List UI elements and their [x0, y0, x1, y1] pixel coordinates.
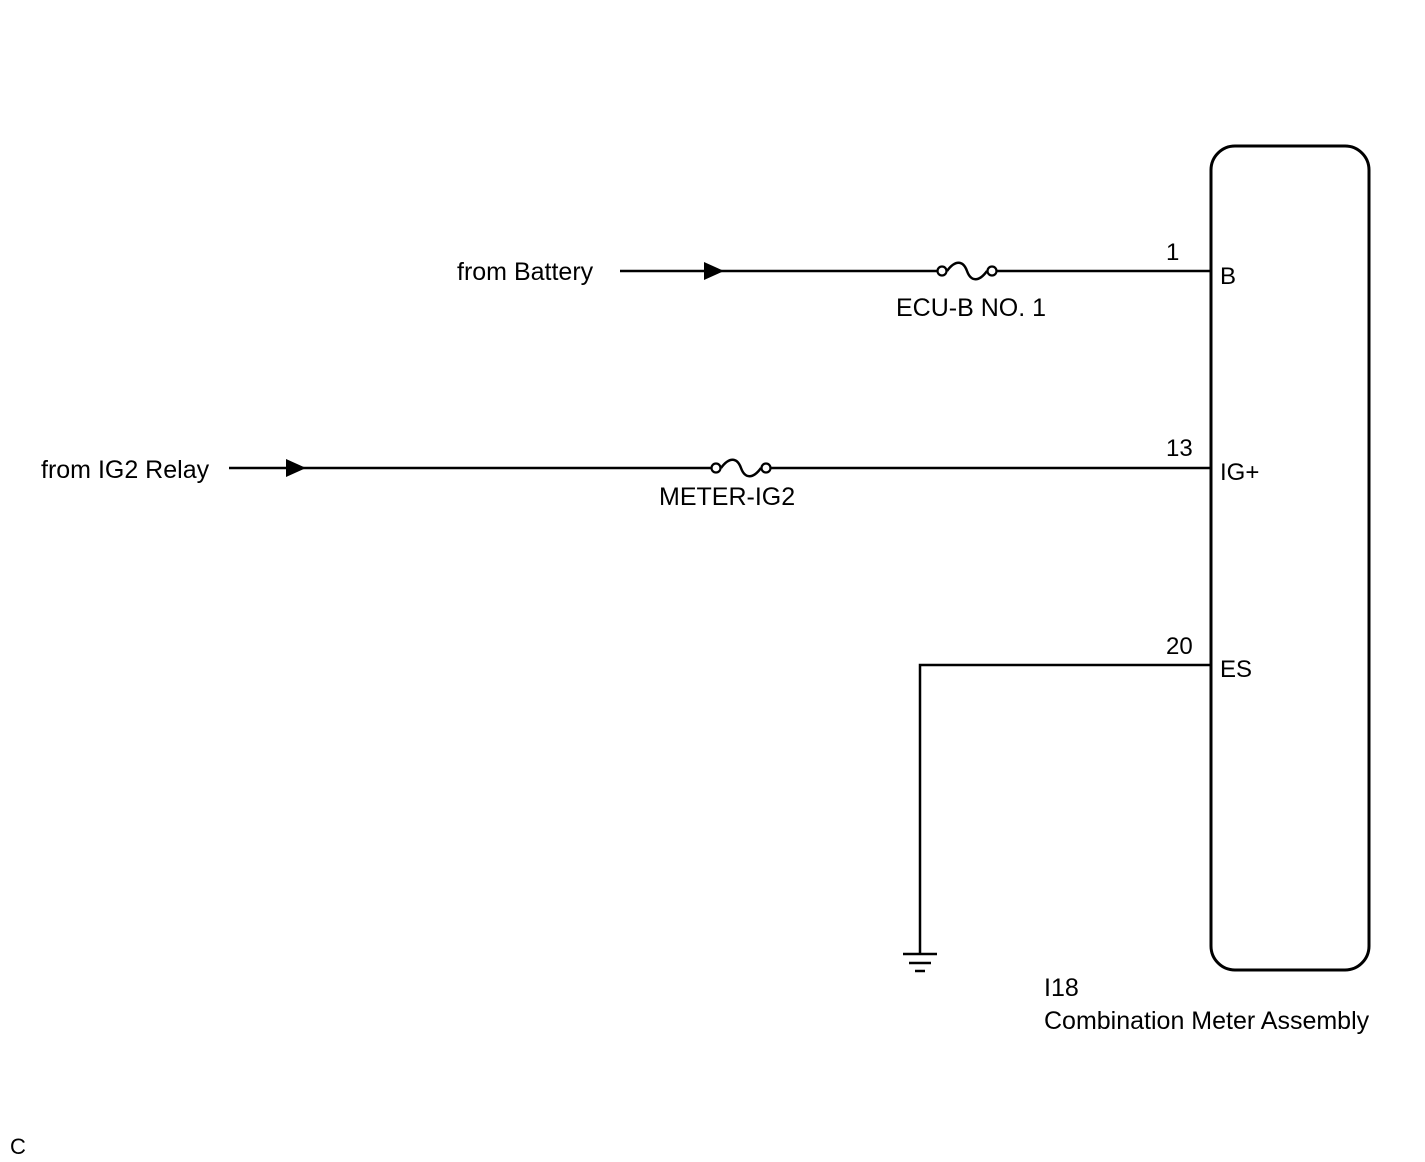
- battery-arrow-icon: [704, 262, 724, 280]
- pin-number-13: 13: [1166, 435, 1193, 462]
- pin-name-ig: IG+: [1220, 459, 1259, 486]
- fuse-ecu-b-icon: [936, 261, 998, 281]
- fuse-meter-ig2-icon: [710, 458, 772, 478]
- ground-wire: [918, 663, 1211, 954]
- fuse-meter-ig2-label: METER-IG2: [659, 483, 795, 511]
- ig2-relay-source-label: from IG2 Relay: [41, 456, 210, 484]
- fuse-ecu-b-label: ECU-B NO. 1: [896, 294, 1046, 322]
- ig2-circuit: [229, 458, 1211, 478]
- battery-circuit: [620, 261, 1211, 281]
- ground-circuit: [903, 663, 1211, 973]
- ig2-arrow-icon: [286, 459, 306, 477]
- component-name: Combination Meter Assembly: [1044, 1007, 1370, 1035]
- battery-source-label: from Battery: [457, 258, 594, 286]
- ground-icon: [903, 952, 937, 973]
- pin-name-b: B: [1220, 263, 1236, 290]
- pin-number-20: 20: [1166, 633, 1193, 660]
- pin-name-es: ES: [1220, 656, 1252, 683]
- corner-mark: C: [10, 1134, 26, 1159]
- combination-meter-box: [1209, 144, 1371, 972]
- component-code: I18: [1044, 974, 1079, 1002]
- pin-number-1: 1: [1166, 239, 1179, 266]
